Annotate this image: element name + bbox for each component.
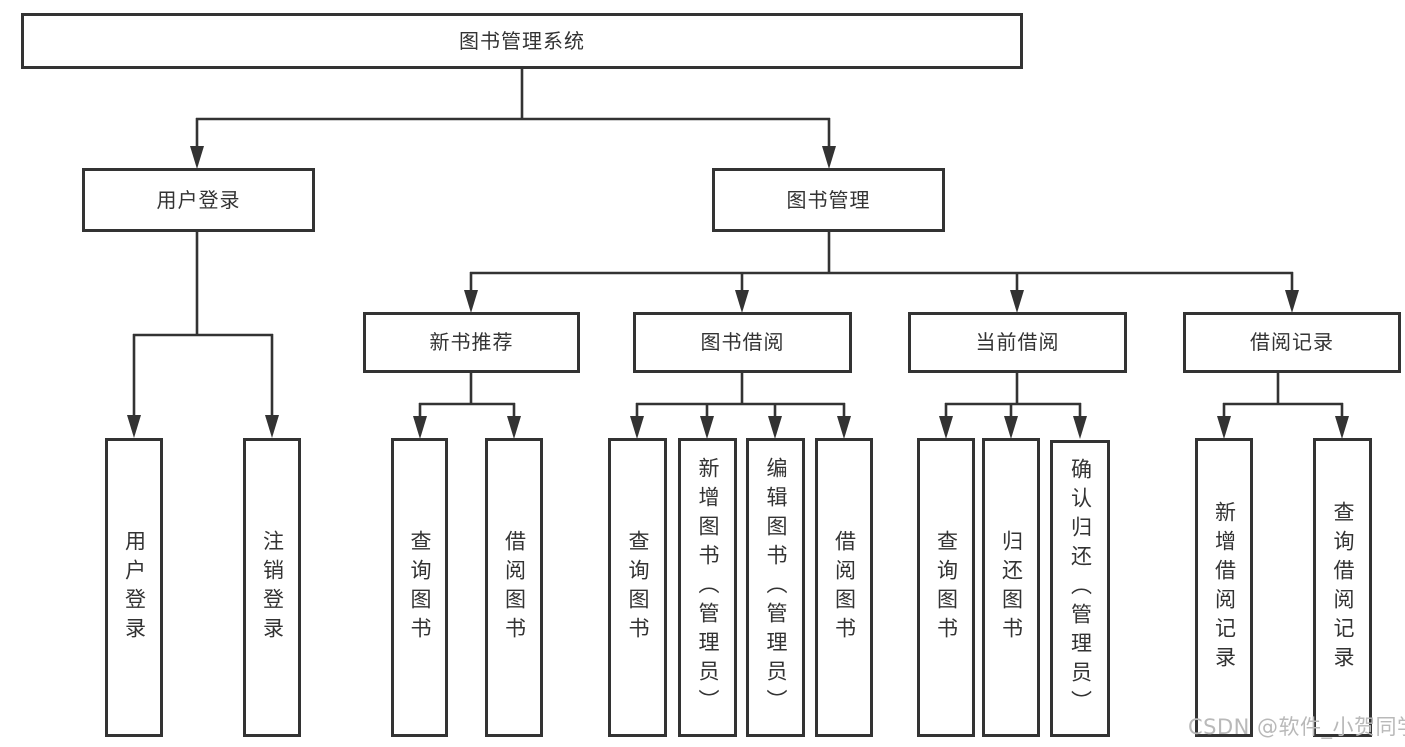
leaf-logout: 注销登录 [243, 438, 301, 737]
leaf-query-books-newbook: 查询图书 [391, 438, 448, 737]
leaf-add-borrow-record: 新增借阅记录 [1195, 438, 1253, 737]
node-user-login: 用户登录 [82, 168, 315, 232]
leaf-borrow-books-borrow: 借阅图书 [815, 438, 873, 737]
node-book-borrowing: 图书借阅 [633, 312, 852, 373]
connector-root-to-level2 [190, 66, 836, 169]
node-book-management: 图书管理 [712, 168, 945, 232]
connector-records-to-leaves [1217, 371, 1349, 439]
node-new-book-recommend: 新书推荐 [363, 312, 580, 373]
leaf-add-book-admin: 新增图书（管理员） [678, 438, 737, 737]
connector-current-to-leaves [939, 371, 1087, 439]
leaf-query-books-current: 查询图书 [917, 438, 975, 737]
node-library-system-root: 图书管理系统 [21, 13, 1023, 69]
node-borrowing-records: 借阅记录 [1183, 312, 1401, 373]
watermark: CSDN @软件_小贺同学 [1188, 715, 1405, 739]
leaf-edit-book-admin: 编辑图书（管理员） [746, 438, 805, 737]
leaf-confirm-return-admin: 确认归还（管理员） [1050, 440, 1110, 737]
leaf-return-books: 归还图书 [982, 438, 1040, 737]
leaf-query-books-borrow: 查询图书 [608, 438, 667, 737]
node-current-borrowing: 当前借阅 [908, 312, 1127, 373]
leaf-user-login: 用户登录 [105, 438, 163, 737]
connector-newbook-to-leaves [413, 371, 521, 439]
connector-borrow-to-leaves [630, 371, 851, 439]
connector-login-to-leaves [127, 230, 279, 438]
connector-mgmt-to-level3 [464, 230, 1299, 313]
leaf-query-borrow-record: 查询借阅记录 [1313, 438, 1372, 737]
leaf-borrow-books-newbook: 借阅图书 [485, 438, 543, 737]
